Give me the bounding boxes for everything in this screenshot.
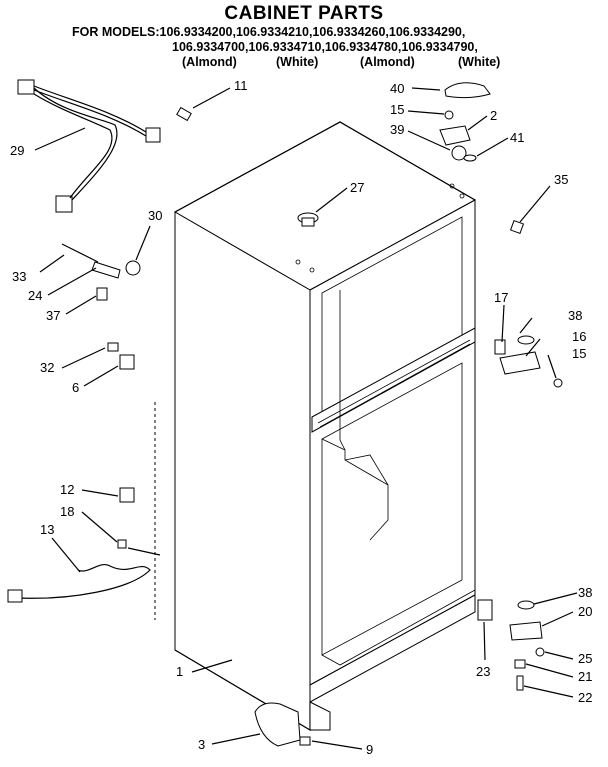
callout-38b: 38	[578, 585, 592, 600]
callout-38a: 38	[568, 308, 582, 323]
callout-29: 29	[10, 143, 24, 158]
part-drawings	[7, 79, 563, 747]
callout-12: 12	[60, 482, 74, 497]
callout-3: 3	[198, 737, 205, 752]
callout-23: 23	[476, 664, 490, 679]
callout-27: 27	[350, 180, 364, 195]
callout-11: 11	[234, 78, 248, 93]
callout-16: 16	[572, 329, 586, 344]
variant-label-1: (Almond)	[182, 55, 237, 69]
callout-32: 32	[40, 360, 54, 375]
callout-39: 39	[390, 122, 404, 137]
cabinet-drawing	[154, 121, 477, 732]
callout-21: 21	[578, 669, 592, 684]
callout-41: 41	[510, 130, 524, 145]
models-line-2: 106.9334700,106.9334710,106.9334780,106.…	[172, 40, 478, 54]
callout-25: 25	[578, 651, 592, 666]
callout-9: 9	[366, 742, 373, 757]
callout-17: 17	[494, 290, 508, 305]
callout-40: 40	[390, 81, 404, 96]
leader-lines	[34, 87, 578, 750]
callout-33: 33	[12, 269, 26, 284]
callout-1: 1	[176, 664, 183, 679]
callout-20: 20	[578, 604, 592, 619]
callout-18: 18	[60, 504, 74, 519]
callout-6: 6	[72, 380, 79, 395]
callout-numbers: 11 29 40 15 2 39 41 35 27 30 33 24 37 17…	[10, 78, 592, 757]
variant-label-3: (Almond)	[360, 55, 415, 69]
callout-15a: 15	[390, 102, 404, 117]
callout-30: 30	[148, 208, 162, 223]
callout-13: 13	[40, 522, 54, 537]
diagram-title: CABINET PARTS	[224, 3, 384, 24]
callout-35: 35	[554, 172, 568, 187]
callout-37: 37	[46, 308, 60, 323]
callout-2: 2	[490, 108, 497, 123]
callout-24: 24	[28, 288, 42, 303]
variant-label-4: (White)	[458, 55, 501, 69]
callout-15b: 15	[572, 346, 586, 361]
models-line-1: FOR MODELS:106.9334200,106.9334210,106.9…	[72, 25, 466, 39]
callout-22: 22	[578, 690, 592, 705]
variant-label-2: (White)	[276, 55, 319, 69]
